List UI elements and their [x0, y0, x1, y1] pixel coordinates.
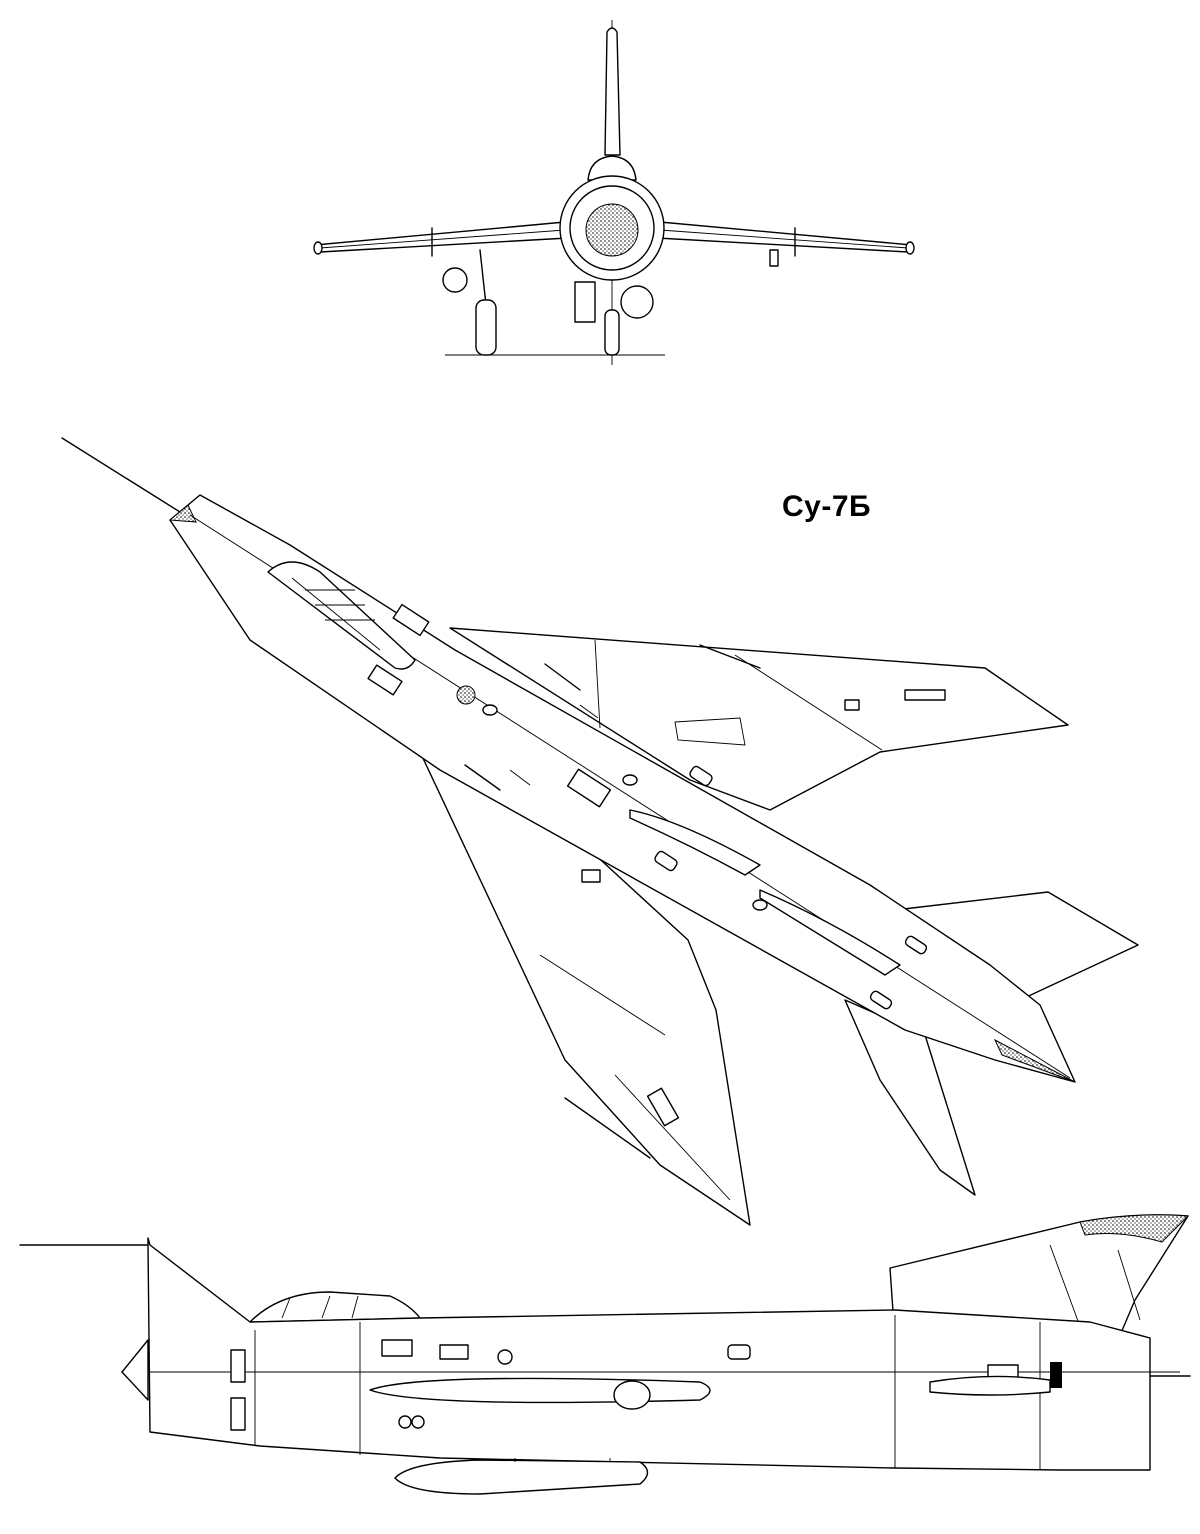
front-right-store: [620, 285, 654, 319]
front-main-gear-left: [475, 299, 497, 356]
front-intake-shock-cone: [585, 203, 639, 257]
side-view: [19, 1214, 1191, 1495]
side-fin-tip: [1079, 1214, 1190, 1243]
front-view: [313, 20, 915, 365]
plan-exhaust: [993, 1038, 1076, 1083]
plan-pitot-boom: [61, 437, 181, 513]
side-engine-ring: [1050, 1362, 1062, 1388]
front-vertical-fin: [604, 27, 621, 156]
side-wing-root: [369, 1377, 711, 1404]
side-canopy: [249, 1291, 421, 1323]
front-canopy: [587, 155, 637, 181]
aircraft-title: Су-7Б: [782, 490, 872, 523]
side-fuselage: [147, 1237, 1151, 1471]
plan-lower-pylon: [564, 1097, 651, 1159]
front-left-wing: [314, 221, 569, 253]
side-external-tank: [394, 1459, 649, 1495]
plan-upper-wing: [449, 627, 1069, 811]
plan-nose-tip: [168, 504, 197, 523]
plan-view: [61, 437, 1139, 1226]
front-nose-gear: [604, 309, 620, 356]
front-right-wing: [656, 221, 913, 253]
plan-markings: [464, 663, 599, 791]
front-left-store: [442, 267, 468, 293]
side-intake-cone: [121, 1339, 149, 1401]
